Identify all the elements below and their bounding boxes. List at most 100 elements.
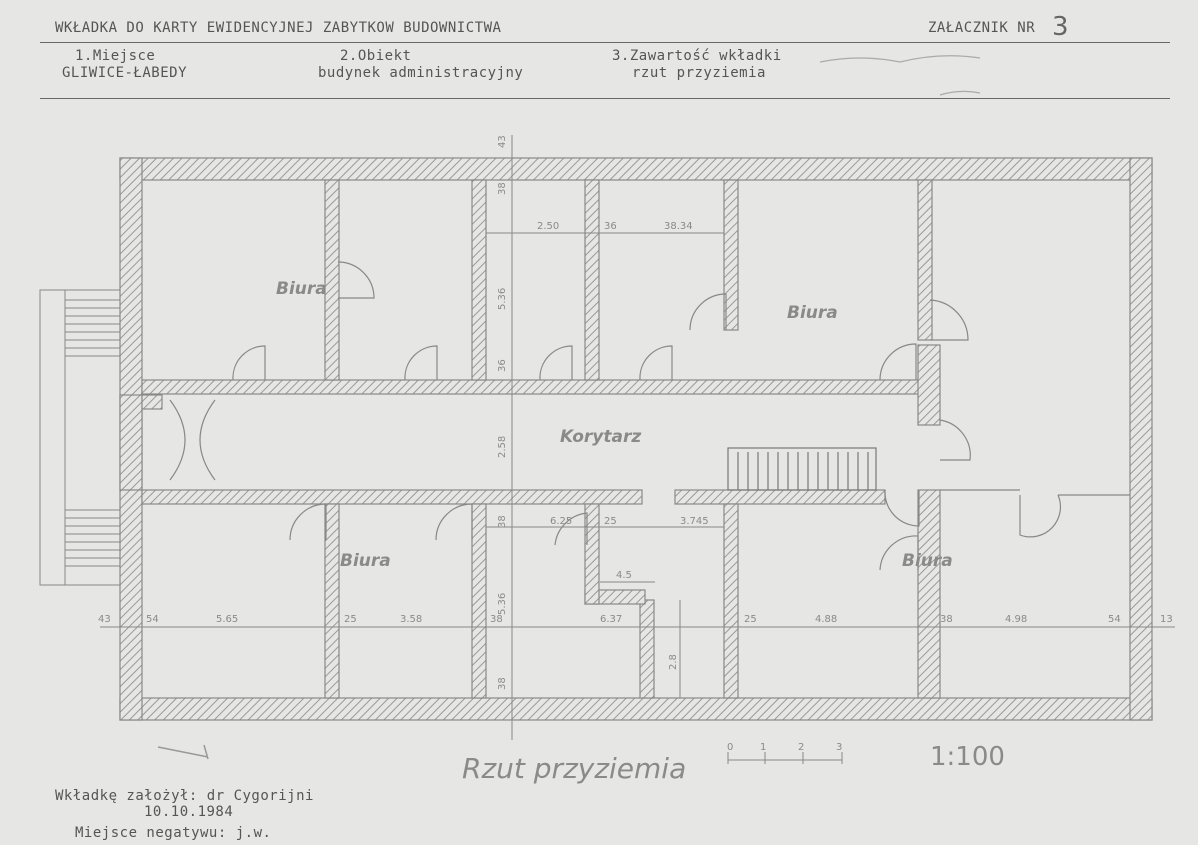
room-label-1: Biura: [276, 279, 327, 299]
axis-25: 25: [344, 614, 357, 625]
dim-top-536: 5.36: [497, 288, 508, 310]
dimension-lines: [100, 135, 1175, 740]
partition-top-2: [471, 179, 487, 381]
room-label-3: Biura: [340, 551, 391, 571]
dim-top-36b: 36: [497, 359, 508, 372]
dim-top-38: 38: [497, 182, 508, 195]
dim-bottom-536: 5.36: [497, 593, 508, 615]
corridor-wall-south-a: [141, 489, 643, 505]
axis-358: 3.58: [400, 614, 422, 625]
outer-wall-right: [1129, 157, 1153, 721]
door-11: [289, 503, 327, 541]
dim-top-250: 2.50: [537, 221, 559, 232]
axis-38b: 38: [940, 614, 953, 625]
axis-25b: 25: [744, 614, 757, 625]
dim-bottom-38: 38: [497, 515, 508, 528]
dim-top-36: 36: [604, 221, 617, 232]
room-label-2: Biura: [787, 303, 838, 323]
closet-wall-side: [584, 503, 600, 605]
door-15: [1019, 494, 1062, 538]
stair-treads-top: [65, 299, 120, 357]
door-5: [639, 345, 673, 381]
corridor-wall-north: [141, 379, 923, 395]
place-label: 1.Miejsce: [75, 48, 156, 64]
annex-number: 3: [1052, 12, 1069, 42]
dim-bottom-637: 6.37: [600, 614, 622, 625]
partition-top-5: [917, 179, 933, 341]
door-14: [879, 535, 919, 571]
annex-label: ZAŁACZNIK NR: [928, 20, 1036, 36]
partition-bottom-2: [471, 503, 487, 699]
axis-38: 38: [490, 614, 503, 625]
partition-bottom-4: [723, 503, 739, 699]
partition-bottom-1: [324, 503, 340, 699]
axis-13: 13: [1160, 614, 1173, 625]
entrance-steps: [39, 289, 121, 586]
partition-top-1: [324, 179, 340, 381]
door-13: [554, 512, 588, 546]
outer-wall-bottom: [119, 697, 1153, 721]
vestibule-wall: [119, 394, 143, 491]
scale-tick-3: 3: [836, 742, 842, 753]
scale-tick-2: 2: [798, 742, 804, 753]
axis-565: 5.65: [216, 614, 238, 625]
door-9: [939, 419, 971, 461]
entrance-double-door: [169, 399, 216, 481]
plan-caption: Rzut przyziemia: [462, 752, 687, 785]
door-8: [879, 343, 917, 381]
corridor-label: Korytarz: [560, 427, 641, 447]
door-10: [884, 489, 920, 527]
door-4: [539, 345, 573, 381]
dim-bottom-38b: 38: [497, 677, 508, 690]
axis-488: 4.88: [815, 614, 837, 625]
door-3: [404, 345, 438, 381]
dim-bottom-3745: 3.745: [680, 516, 709, 527]
outer-wall-top: [119, 157, 1153, 181]
negative-line: Miejsce negatywu: j.w.: [75, 825, 272, 841]
thin-partition: [940, 489, 1130, 496]
room-label-4: Biura: [902, 551, 953, 571]
dim-bottom-45: 4.5: [616, 570, 632, 581]
date: 10.10.1984: [144, 804, 234, 820]
scale-tick-1: 1: [760, 742, 766, 753]
author-line: Wkładkę założył: dr Cygorijni: [55, 788, 314, 804]
pencil-note-scribble: [819, 55, 981, 96]
stair-treads-bottom: [65, 509, 120, 567]
scale-tick-0: 0: [727, 742, 733, 753]
partition-top-3: [584, 179, 600, 381]
plan-scale: 1:100: [930, 742, 1005, 772]
axis-498: 4.98: [1005, 614, 1027, 625]
content-label: 3.Zawartość wkładki: [612, 48, 782, 64]
dim-corridor-258: 2.58: [497, 436, 508, 458]
dim-bottom-625: 6.25: [550, 516, 572, 527]
partition-right-stub: [917, 344, 941, 426]
partition-bottom-3: [639, 599, 655, 699]
corridor-wall-south-b: [674, 489, 886, 505]
header-top-rule: [40, 42, 1170, 43]
dim-top-3834: 38.34: [664, 221, 693, 232]
vestibule-jamb: [141, 394, 163, 410]
door-2: [232, 345, 266, 381]
axis-43: 43: [98, 614, 111, 625]
internal-stairs: [727, 447, 877, 491]
document-title: WKŁADKA DO KARTY EWIDENCYJNEJ ZABYTKOW B…: [55, 20, 502, 36]
door-7: [929, 299, 969, 341]
axis-54b: 54: [1108, 614, 1121, 625]
axis-54: 54: [146, 614, 159, 625]
place-value: GLIWICE-ŁABEDY: [62, 65, 188, 81]
partition-bottom-5: [917, 489, 941, 699]
scale-bar: [727, 752, 843, 764]
door-swings: [169, 261, 1062, 571]
partition-top-4: [723, 179, 739, 331]
axis-top-43: 43: [497, 135, 508, 148]
header-bottom-rule: [40, 98, 1170, 99]
dim-bottom-25: 25: [604, 516, 617, 527]
dim-bottom-28: 2.8: [668, 654, 679, 670]
door-1: [337, 261, 375, 299]
object-value: budynek administracyjny: [318, 65, 524, 81]
door-12: [435, 503, 473, 541]
object-label: 2.Obiekt: [340, 48, 412, 64]
door-6: [689, 293, 727, 331]
content-value: rzut przyziemia: [632, 65, 766, 81]
